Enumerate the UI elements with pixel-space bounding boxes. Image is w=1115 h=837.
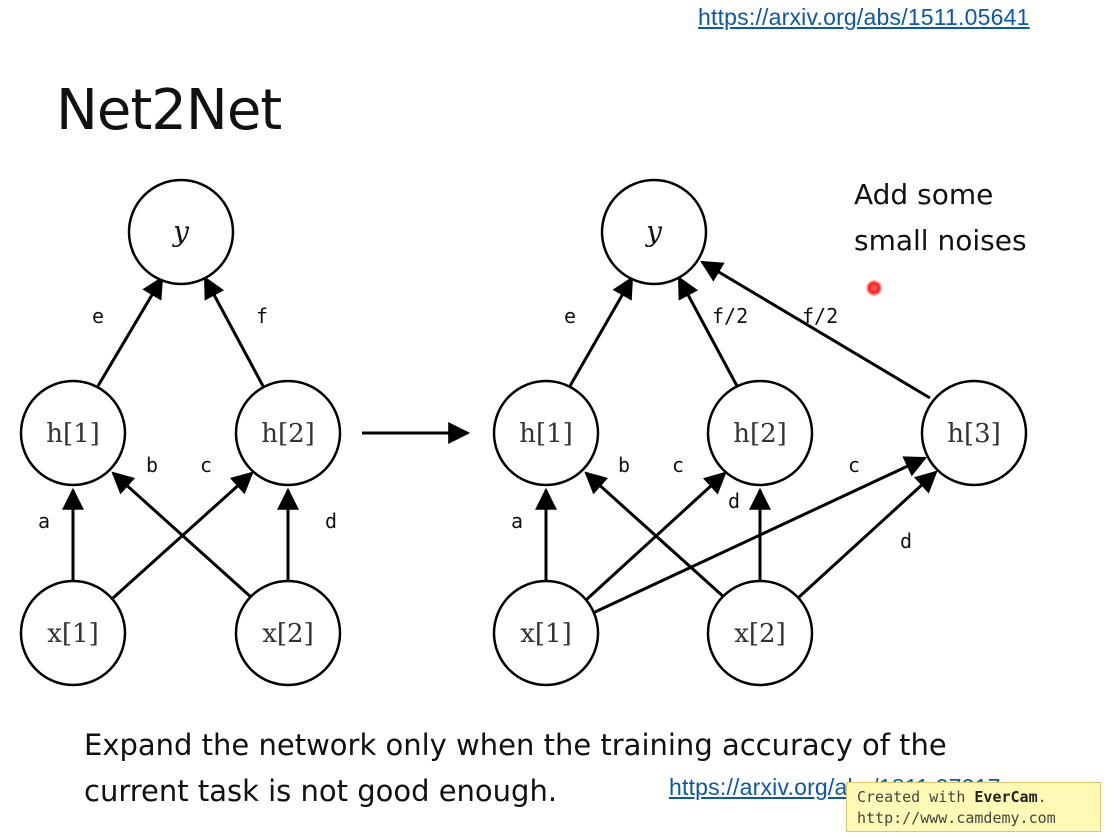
right-node-x1-label: x[1] (520, 619, 572, 649)
right-edge-d2-label: d (900, 529, 912, 553)
left-edge-f-label: f (256, 304, 268, 328)
right-edge-d2 (796, 470, 938, 600)
right-node-h2-label: h[2] (733, 419, 787, 449)
evercam-watermark: Created with EverCam. http://www.camdemy… (846, 782, 1101, 832)
left-node-x1 (19, 579, 127, 687)
right-edge-f2a (677, 276, 739, 387)
right-node-x1 (492, 579, 600, 687)
left-node-h2 (234, 379, 342, 487)
right-edge-b-label: b (618, 453, 630, 477)
slide-caption: Expand the network only when the trainin… (84, 722, 1064, 814)
right-node-x2 (706, 579, 814, 687)
left-edge-e (96, 276, 164, 387)
watermark-line2: http://www.camdemy.com (857, 809, 1056, 827)
right-edge-c1-label: c (672, 453, 684, 477)
watermark-prefix: Created with (857, 788, 975, 806)
left-edge-c (111, 471, 254, 600)
left-node-y (127, 178, 235, 286)
right-edge-f2b (700, 260, 931, 400)
caption-line2: current task is not good enough. (84, 774, 558, 808)
right-edge-c1 (584, 471, 727, 602)
watermark-line1: Created with EverCam. (857, 787, 1090, 808)
left-node-h2-label: h[2] (261, 419, 315, 449)
right-node-h3 (920, 379, 1028, 487)
noise-note-line1: Add some (854, 178, 994, 211)
left-edge-b-label: b (146, 453, 158, 477)
left-edge-e-label: e (92, 304, 104, 328)
left-edge-a-label: a (38, 509, 50, 533)
right-edge-f2b-label: f/2 (802, 304, 838, 328)
watermark-brand: EverCam (974, 788, 1038, 806)
left-node-x1-label: x[1] (47, 619, 99, 649)
top-arxiv-link[interactable]: https://arxiv.org/abs/1511.05641 (698, 4, 1030, 30)
right-node-y-label: y (644, 215, 663, 248)
pointer-dot-icon (866, 280, 882, 296)
left-node-h1 (19, 379, 127, 487)
right-edge-c2 (594, 456, 927, 614)
right-node-h3-label: h[3] (947, 419, 1001, 449)
right-edge-e (568, 276, 634, 387)
right-edge-e-label: e (564, 304, 576, 328)
left-edge-f (203, 276, 265, 387)
noise-note: Add some small noises (854, 172, 1094, 264)
watermark-suffix: . (1037, 788, 1047, 806)
left-node-x2-label: x[2] (262, 619, 314, 649)
right-edge-a-label: a (511, 509, 523, 533)
caption-line1: Expand the network only when the trainin… (84, 728, 947, 762)
left-edge-d-label: d (325, 509, 337, 533)
right-edge-c2-label: c (848, 453, 860, 477)
left-edge-c-label: c (200, 453, 212, 477)
slide-title: Net2Net (56, 78, 282, 143)
right-edge-f2a-label: f/2 (712, 304, 748, 328)
left-node-y-label: y (171, 215, 190, 248)
right-node-x2-label: x[2] (734, 619, 786, 649)
right-node-h2 (706, 379, 814, 487)
noise-note-line2: small noises (854, 224, 1027, 257)
left-node-x2 (234, 579, 342, 687)
right-node-h1 (492, 379, 600, 487)
right-edge-d1-label: d (728, 489, 740, 513)
left-node-h1-label: h[1] (46, 419, 100, 449)
right-node-y (600, 178, 708, 286)
right-node-h1-label: h[1] (519, 419, 573, 449)
